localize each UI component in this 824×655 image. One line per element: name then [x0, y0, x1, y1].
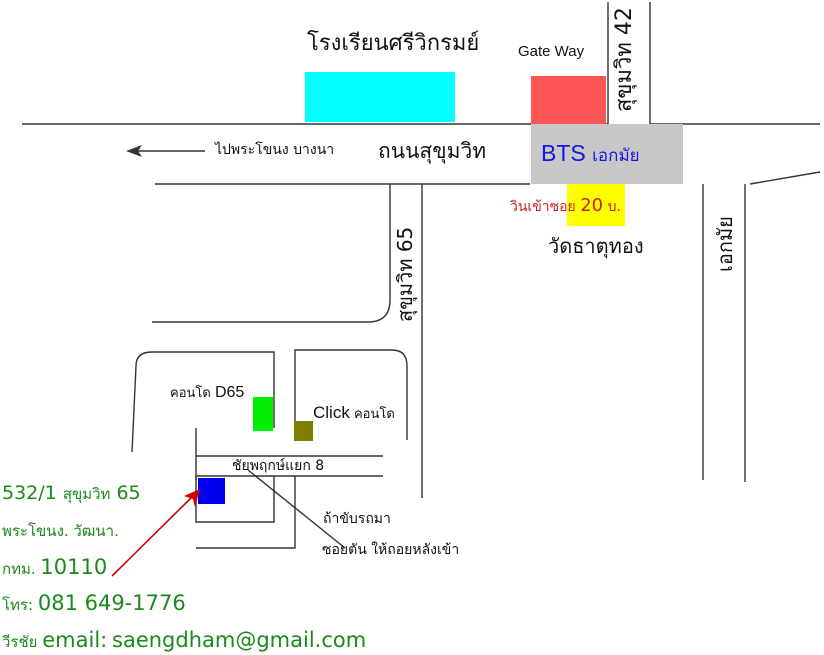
pointer-arrow-line [111, 496, 193, 577]
school-label: โรงเรียนศรีวิกรมย์ [307, 31, 480, 56]
gateway-box [531, 76, 606, 124]
soi65-west-edge [152, 184, 391, 323]
condo-d65-box [253, 397, 273, 431]
moto-taxi-label: วินเข้าซอย 20 บ. [510, 197, 621, 215]
condo-d65-prefix: คอนโด [170, 386, 211, 401]
sukhumvit-road-label: ถนนสุขุมวิท [378, 139, 487, 163]
condo-d65-name: D65 [214, 384, 245, 401]
moto-taxi-unit: บ. [607, 199, 621, 215]
destination-box [198, 478, 225, 504]
address-number: 532/1 [2, 482, 57, 504]
condo-d65-label: คอนโด D65 [170, 385, 244, 401]
sukhumvit42-label: สุขุมวิท 42 [612, 7, 637, 112]
drive-note-line2: ซอยตัน ให้ถอยหลังเข้า [322, 542, 460, 558]
sukhumvit65-label: สุขุมวิท 65 [393, 226, 417, 322]
moto-taxi-prefix: วินเข้าซอย [510, 199, 576, 215]
soi-click-loop [294, 349, 408, 440]
address-line1: 532/1 สุขุมวิท 65 [2, 484, 141, 503]
direction-arrow-head [126, 145, 142, 157]
email-address[interactable]: saengdham@gmail.com [112, 628, 367, 652]
bts-text: BTS [541, 140, 586, 166]
bts-label: BTS เอกมัย [541, 142, 640, 165]
phone-number[interactable]: 081 649-1776 [37, 591, 186, 615]
to-prakanong-label: ไปพระโขนง บางนา [215, 142, 335, 158]
school-box [305, 72, 455, 122]
moto-taxi-box [567, 184, 625, 226]
chaiyaphruek-label: ชัยพฤกษ์แยก 8 [232, 458, 325, 474]
address-line3: กทม. 10110 [2, 557, 107, 578]
contact-name: วีรชัย [2, 633, 38, 651]
address-road: สุขุมวิท [62, 485, 111, 503]
phone-line: โทร: 081 649-1776 [2, 593, 186, 614]
ekkamai-station-label: เอกมัย [592, 146, 640, 165]
gateway-label: Gate Way [518, 43, 585, 60]
soi-d65-north-loop [131, 351, 275, 453]
click-condo-box [294, 421, 313, 441]
pointer-arrow-head [184, 489, 200, 507]
click-suffix: คอนโด [353, 407, 395, 422]
road-lines [22, 2, 821, 549]
address-province: กทม. [2, 560, 36, 578]
phone-prefix: โทร: [2, 596, 34, 614]
address-soi: 65 [116, 482, 141, 504]
email-line: วีรชัย email: saengdham@gmail.com [2, 630, 366, 651]
sukhumvit-road-south-edge-east [749, 171, 821, 185]
soi-dead-end-east [196, 476, 296, 549]
drive-note-line1: ถ้าขับรถมา [323, 511, 391, 527]
address-line2: พระโขนง. วัฒนา. [2, 522, 119, 540]
click-name: Click [313, 403, 350, 422]
drive-note-leader [247, 469, 346, 549]
bts-station-box [531, 124, 683, 184]
click-condo-label: Click คอนโด [313, 404, 395, 421]
wat-thatthong-label: วัดธาตุทอง [548, 234, 644, 258]
moto-taxi-fare: 20 [580, 195, 604, 216]
email-label: email: [42, 628, 108, 652]
ekkamai-road-label: เอกมัย [713, 216, 737, 272]
address-postcode: 10110 [40, 555, 108, 579]
